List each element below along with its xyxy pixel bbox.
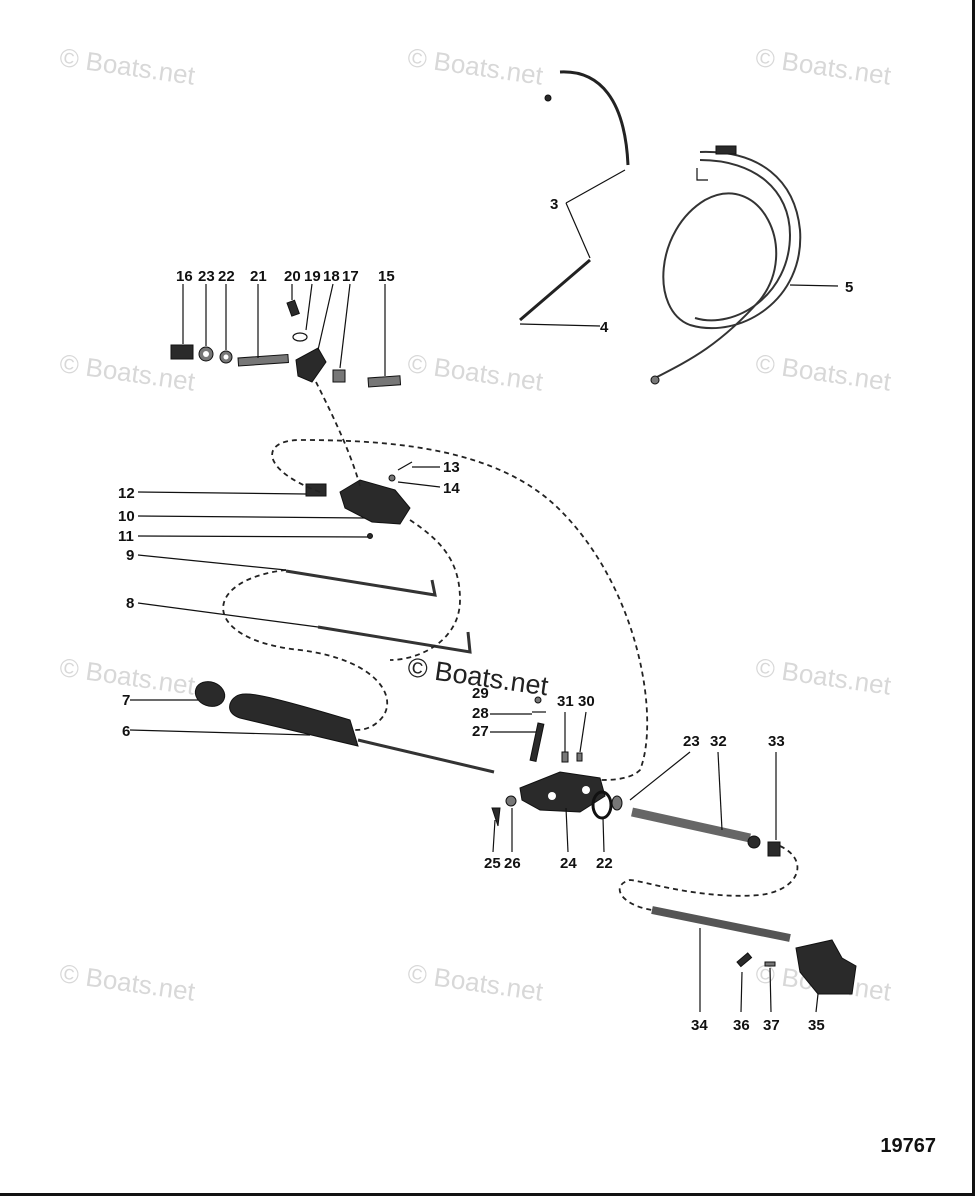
callout-24: 24 (560, 855, 577, 872)
leader-line (565, 169, 626, 204)
callout-26: 26 (504, 855, 521, 872)
handle-assembly (194, 681, 495, 774)
callout-21: 21 (250, 268, 267, 285)
callout-31: 31 (557, 693, 574, 710)
leader-line (137, 515, 366, 519)
middle-assembly (305, 461, 413, 539)
leader-line (137, 602, 319, 628)
callout-3: 3 (550, 196, 558, 213)
leader-line (137, 491, 307, 495)
callout-10: 10 (118, 508, 135, 525)
callout-23: 23 (198, 268, 215, 285)
callout-9: 9 (126, 547, 134, 564)
callout-15: 15 (378, 268, 395, 285)
leader-line (629, 751, 691, 801)
drawing-number: 19767 (880, 1135, 936, 1157)
leader-line (397, 481, 441, 488)
callout-12: 12 (118, 485, 135, 502)
leader-line (565, 807, 569, 853)
callout-6: 6 (122, 723, 130, 740)
leader-line (815, 993, 819, 1013)
callout-19: 19 (304, 268, 321, 285)
leader-line (565, 202, 591, 259)
rod-part-9 (285, 569, 437, 597)
callout-35: 35 (808, 1017, 825, 1034)
callout-18: 18 (323, 268, 340, 285)
leader-line (317, 283, 334, 351)
leader-line (129, 729, 311, 736)
callout-32: 32 (710, 733, 727, 750)
assembly-path (389, 519, 461, 661)
assembly-path (618, 845, 799, 911)
callout-34: 34 (691, 1017, 708, 1034)
cable-part-5 (650, 145, 802, 385)
leader-line (137, 554, 287, 571)
callout-13: 13 (443, 459, 460, 476)
leader-line (339, 283, 351, 369)
lower-bracket-assembly (491, 696, 623, 827)
callout-16: 16 (176, 268, 193, 285)
callout-5: 5 (845, 279, 853, 296)
shaft-part-34 (651, 906, 857, 995)
callout-22b: 22 (596, 855, 613, 872)
leader-line (305, 283, 313, 331)
callout-22: 22 (218, 268, 235, 285)
assembly-path (315, 381, 361, 487)
leader-line (137, 535, 369, 538)
callout-14: 14 (443, 480, 460, 497)
callout-17: 17 (342, 268, 359, 285)
callout-29: 29 (472, 685, 489, 702)
callout-30: 30 (578, 693, 595, 710)
callout-28: 28 (472, 705, 489, 722)
callout-7: 7 (122, 692, 130, 709)
leader-line (717, 751, 723, 831)
assembly-path (271, 439, 649, 781)
leader-line (579, 711, 587, 753)
leader-line (740, 971, 743, 1013)
callout-36: 36 (733, 1017, 750, 1034)
leader-line (492, 819, 496, 853)
leader-line (519, 323, 601, 327)
leader-line (769, 967, 772, 1013)
parts-row-top (170, 299, 402, 388)
callout-23b: 23 (683, 733, 700, 750)
leader-line (789, 284, 839, 287)
shaft-part-32 (631, 807, 781, 857)
rod-part-8 (317, 625, 472, 654)
cable-part-3 (519, 70, 630, 322)
callout-11: 11 (118, 528, 134, 545)
callout-27: 27 (472, 723, 489, 740)
callout-4: 4 (600, 319, 609, 336)
callout-37: 37 (763, 1017, 780, 1034)
leader-line (602, 817, 605, 853)
callout-20: 20 (284, 268, 301, 285)
callout-33: 33 (768, 733, 785, 750)
callout-8: 8 (126, 595, 134, 612)
callout-25: 25 (484, 855, 501, 872)
assembly-path (222, 569, 389, 731)
